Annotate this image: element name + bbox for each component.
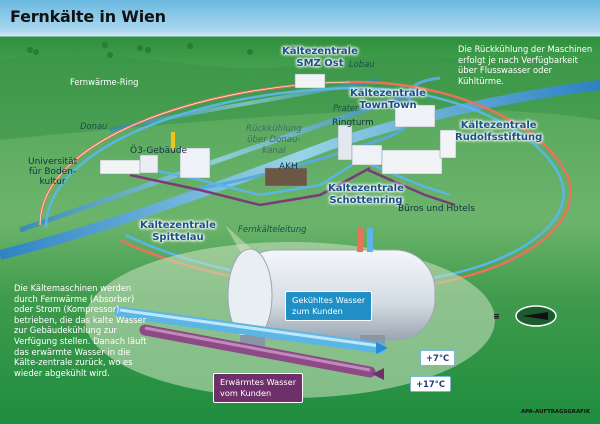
- svg-text:≡: ≡: [493, 312, 500, 321]
- building-akh: [264, 167, 308, 187]
- horizon-trees: [27, 42, 253, 58]
- river-band-3: [109, 78, 381, 132]
- label-donau: Donau: [80, 121, 108, 131]
- river-donau: [0, 80, 600, 260]
- building-boku: [99, 159, 141, 175]
- building-rudolfsstiftung: [439, 129, 457, 159]
- oe3-tower: [171, 132, 175, 150]
- building-bueros: [381, 149, 443, 175]
- label-fernkaelteleitung: Fernkälteleitung: [238, 224, 307, 234]
- hot-inlet-pipe: [357, 228, 363, 252]
- cooled-water-pipe: [114, 306, 386, 354]
- label-ringturm: Ringturm: [332, 118, 374, 128]
- temp-cold: +7°C: [420, 350, 456, 366]
- compass-needle-icon: ≡: [493, 305, 557, 327]
- district-cooling-lines: [129, 158, 456, 207]
- river-band-2: [19, 89, 421, 233]
- building-oe3: [139, 154, 159, 174]
- building-spittelau: [179, 147, 211, 179]
- temp-warm: +17°C: [410, 376, 452, 392]
- label-oe3: Ö3-Gebäude: [130, 146, 188, 156]
- label-prater: Prater: [333, 103, 359, 113]
- label-akh: AKH: [279, 162, 298, 172]
- label-lobau: Lobau: [349, 59, 375, 69]
- credit: APA-AUFTRAGSGRAFIK: [520, 409, 590, 415]
- river-donaukanal: [189, 76, 441, 192]
- label-bueros-hotels: Büros und Hotels: [398, 204, 475, 214]
- page-title: Fernkälte in Wien: [10, 7, 166, 26]
- cold-outlet-pipe: [367, 228, 373, 252]
- flow-arrow-in: [372, 368, 384, 380]
- building-towntown: [394, 104, 436, 128]
- building-smz-ost: [294, 73, 326, 89]
- flow-arrow-out: [376, 342, 388, 354]
- building-schottenring: [351, 144, 383, 166]
- buildings: [99, 73, 457, 187]
- warmed-water-pipe: [139, 324, 376, 378]
- label-fernwaerme-ring: Fernwärme-Ring: [70, 77, 139, 87]
- cooling-note: Die Rückkühlung der Maschinen erfolgt je…: [458, 44, 593, 86]
- building-ringturm: [337, 124, 353, 161]
- machine-note: Die Kältemaschinen werden durch Fernwärm…: [14, 283, 147, 378]
